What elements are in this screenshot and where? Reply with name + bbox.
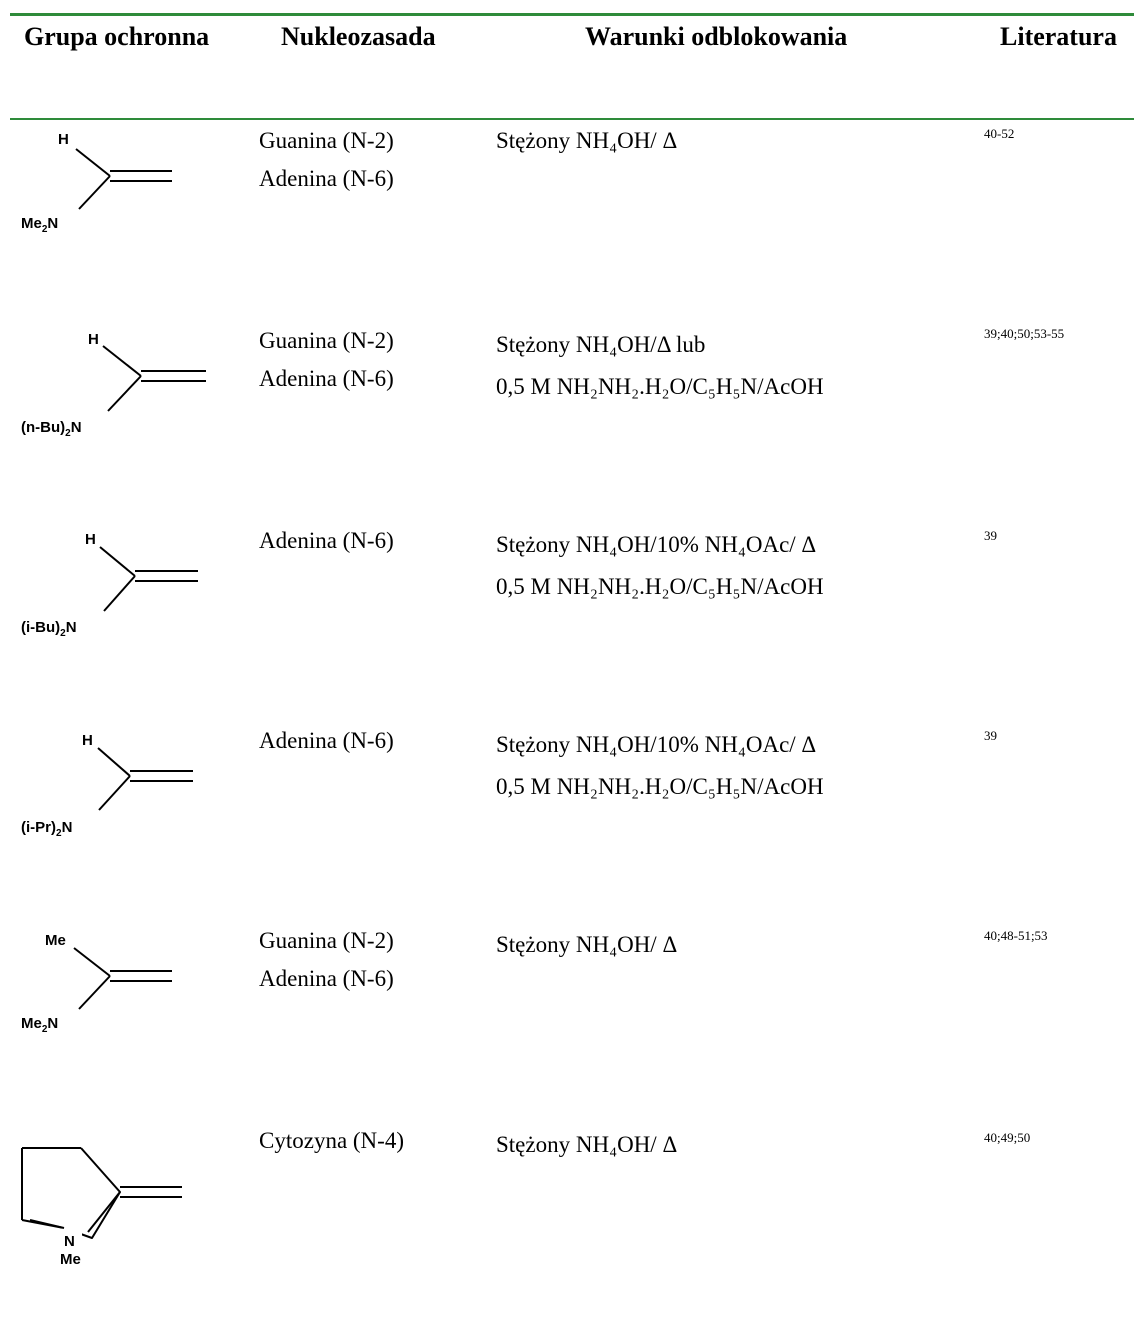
atom-label-top: H <box>85 531 96 548</box>
table-row: H (n-Bu)2N Guanina (N-2) Adenina (N-6) S… <box>0 320 1134 520</box>
structure-drawing: H (i-Bu)2N <box>0 520 230 670</box>
literature-ref: 39 <box>984 728 997 743</box>
literature-ref: 40-52 <box>984 126 1015 141</box>
atom-label-nitrogen: N <box>64 1233 75 1250</box>
nucleobase: Guanina (N-2) <box>259 928 394 953</box>
atom-label-top: H <box>82 732 93 749</box>
table-row: Me Me2N Guanina (N-2) Adenina (N-6) Stęż… <box>0 920 1134 1120</box>
nucleobase: Guanina (N-2) <box>259 328 394 353</box>
structure-drawing: H (n-Bu)2N <box>0 320 230 470</box>
table-row: H (i-Bu)2N Adenina (N-6) Stężony NH₄OH/1… <box>0 520 1134 720</box>
condition: Stężony NH₄OH/10% NH₄OAc/ Δ <box>496 732 817 757</box>
condition: 0,5 M NH₂NH₂.H₂O/C₅H₅N/AcOH <box>496 374 824 399</box>
atom-label-bottom: (i-Bu)2N <box>21 619 77 639</box>
atom-label-bottom: (i-Pr)2N <box>21 819 72 839</box>
nucleobase: Adenina (N-6) <box>259 366 394 391</box>
structure-drawing: Me Me2N <box>0 920 230 1070</box>
condition: Stężony NH₄OH/Δ lub <box>496 332 706 357</box>
nucleobase: Guanina (N-2) <box>259 128 394 153</box>
literature-ref: 39 <box>984 528 997 543</box>
condition: Stężony NH₄OH/ Δ <box>496 1132 678 1157</box>
atom-label-methyl: Me <box>60 1251 81 1268</box>
condition: Stężony NH₄OH/10% NH₄OAc/ Δ <box>496 532 817 557</box>
header-col-protecting-group: Grupa ochronna <box>24 22 210 51</box>
table-row: N Me Cytozyna (N-4) Stężony NH₄OH/ Δ 40;… <box>0 1120 1134 1320</box>
structure-drawing: N Me <box>0 1120 230 1270</box>
condition: Stężony NH₄OH/ Δ <box>496 932 678 957</box>
atom-label-top: H <box>88 331 99 348</box>
structure-drawing: H Me2N <box>0 120 230 270</box>
literature-ref: 40;48-51;53 <box>984 928 1048 943</box>
table-row: H Me2N Guanina (N-2) Adenina (N-6) Stężo… <box>0 120 1134 320</box>
literature-ref: 40;49;50 <box>984 1130 1031 1145</box>
table-row: H (i-Pr)2N Adenina (N-6) Stężony NH₄OH/1… <box>0 720 1134 920</box>
condition: 0,5 M NH₂NH₂.H₂O/C₅H₅N/AcOH <box>496 574 824 599</box>
condition: 0,5 M NH₂NH₂.H₂O/C₅H₅N/AcOH <box>496 774 824 799</box>
condition: Stężony NH₄OH/ Δ <box>496 128 678 153</box>
header-col-conditions: Warunki odblokowania <box>585 22 848 51</box>
nucleobase: Adenina (N-6) <box>259 528 394 553</box>
table-top-rule <box>10 13 1134 16</box>
atom-label-bottom: Me2N <box>21 215 58 235</box>
structure-drawing: H (i-Pr)2N <box>0 720 230 870</box>
atom-label-top: Me <box>45 932 66 949</box>
atom-label-bottom: Me2N <box>21 1015 58 1035</box>
nucleobase: Adenina (N-6) <box>259 966 394 991</box>
atom-label-bottom: (n-Bu)2N <box>21 419 82 439</box>
nucleobase: Adenina (N-6) <box>259 728 394 753</box>
nucleobase: Cytozyna (N-4) <box>259 1128 404 1153</box>
header-col-literature: Literatura <box>1000 22 1117 51</box>
literature-ref: 39;40;50;53-55 <box>984 326 1065 341</box>
header-col-nucleobase: Nukleozasada <box>281 22 436 51</box>
nucleobase: Adenina (N-6) <box>259 166 394 191</box>
table-header-rule <box>10 118 1134 120</box>
atom-label-top: H <box>58 131 69 148</box>
